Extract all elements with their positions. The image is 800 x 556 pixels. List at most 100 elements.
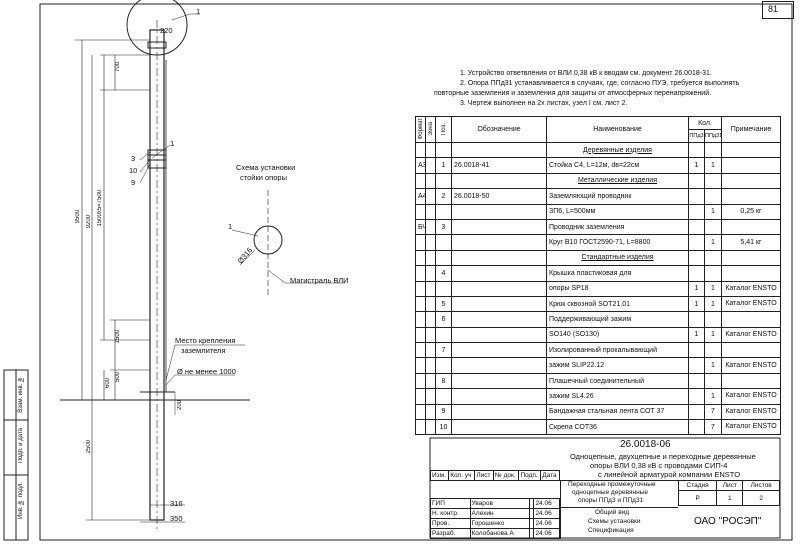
spec-qty-b <box>703 372 723 390</box>
product-line-1: Переходные промежуточные <box>568 481 656 488</box>
spec-note: Каталог ENSTO <box>721 280 782 297</box>
callout-1-top: 1 <box>196 7 201 16</box>
spec-format <box>415 342 426 359</box>
dim-700: 700 <box>115 62 121 73</box>
org-name: ОАО "РОСЭП" <box>694 516 762 527</box>
sheet-line-2: Схемы установки <box>588 518 641 525</box>
spec-zone <box>425 280 436 297</box>
note-3: 3. Чертеж выполнен на 2х листах, узел I … <box>460 100 628 107</box>
dim-316: 316 <box>170 499 183 508</box>
signer-role: Разраб. <box>430 528 471 539</box>
spec-format <box>415 203 426 220</box>
note-2: 2. Опора ППд31 устанавливается в случаях… <box>460 80 740 87</box>
spec-designation <box>451 218 547 236</box>
spec-designation <box>451 372 547 390</box>
spec-note: 0,25 кг <box>721 203 782 220</box>
specification-table: Формат Зона Поз. Обозначение Наименовани… <box>415 116 782 436</box>
spec-qty-b: 1 <box>703 203 723 220</box>
spec-designation <box>451 419 547 436</box>
spec-format: БЧ <box>415 218 426 236</box>
spec-format <box>415 357 426 374</box>
chg-hdr-list: Лист <box>474 470 494 481</box>
spec-format <box>415 372 426 390</box>
spec-designation <box>451 311 547 328</box>
signer-name: Горошенко <box>469 518 531 529</box>
chg-hdr-date: Дата <box>540 470 560 481</box>
dim-220: 220 <box>160 26 173 35</box>
spec-format <box>415 295 426 313</box>
hdr-qty-b: ППд31 <box>703 129 722 143</box>
spec-name: SO140 (SO130) <box>546 326 689 344</box>
spec-qty-a: 1 <box>688 280 705 297</box>
spec-designation <box>451 342 547 359</box>
spec-qty-a <box>688 403 705 421</box>
spec-qty-a <box>688 372 705 390</box>
spec-zone <box>425 419 436 436</box>
note-1: 1. Устройство ответвления от ВЛИ 0,38 кВ… <box>460 70 712 77</box>
spec-name: Поддерживающий зажим <box>546 311 689 328</box>
spec-qty-a <box>688 234 705 251</box>
spec-zone <box>425 403 436 421</box>
spec-zone <box>425 203 436 220</box>
scheme-title-1: Схема установки <box>236 163 296 172</box>
chg-hdr-sign: Подп. <box>518 470 542 481</box>
spec-row: БЧ3Проводник заземления <box>415 218 782 236</box>
spec-designation <box>451 403 547 421</box>
spec-qty-b: 1 <box>703 388 723 405</box>
signer-role: Пров. <box>430 518 471 529</box>
dim-1500: 1500 <box>115 330 121 344</box>
spec-qty-a <box>688 342 705 359</box>
spec-note: Каталог ENSTO <box>721 419 782 436</box>
spec-section-title: Стандартные изделия <box>546 249 689 267</box>
chg-hdr-izm: Изм. <box>429 470 450 481</box>
sheet-label: Лист <box>716 480 744 491</box>
sheets-label: Листов <box>742 480 780 491</box>
spec-qty-b: 1 <box>703 326 723 344</box>
spec-pos: 8 <box>435 372 452 390</box>
spec-qty-a <box>688 218 705 236</box>
spec-qty-b <box>703 218 723 236</box>
spec-name: зажим SL4.26 <box>546 388 689 405</box>
spec-designation <box>451 326 547 344</box>
spec-qty-b <box>703 188 723 205</box>
spec-name: Крышка пластиковая для <box>546 265 689 282</box>
spec-designation <box>451 388 547 405</box>
spec-format: А3 <box>415 157 426 174</box>
spec-note: Каталог ENSTO <box>721 357 782 374</box>
hdr-qty-a: ППд3 <box>688 129 705 143</box>
ground-attach-label-1: Место крепления <box>175 336 236 345</box>
detail-circle <box>126 0 188 56</box>
spec-designation: 26.0018-41 <box>451 157 547 174</box>
spec-pos: 6 <box>435 311 452 328</box>
spec-designation <box>451 234 547 251</box>
spec-pos <box>435 326 452 344</box>
spec-pos: 9 <box>435 403 452 421</box>
signer-date: 24.06 <box>533 528 560 539</box>
spec-name: Изолированный прокалывающий <box>546 342 689 359</box>
sheets-value: 2 <box>742 490 780 506</box>
spec-qty-a <box>688 265 705 282</box>
spec-note: Каталог ENSTO <box>721 326 782 344</box>
side-stamp-swap: Взам. инв. № <box>18 376 24 413</box>
hdr-zone: Зона <box>425 116 436 143</box>
spec-pos <box>435 234 452 251</box>
spec-pos: 3 <box>435 218 452 236</box>
signer-date: 24.06 <box>533 498 560 509</box>
spec-zone <box>425 157 436 174</box>
spec-format: А4 <box>415 188 426 205</box>
spec-note <box>721 157 782 174</box>
hdr-qty: Кол. <box>687 116 723 130</box>
signer-signature <box>529 528 535 539</box>
spec-zone <box>425 311 436 328</box>
spec-zone <box>425 357 436 374</box>
spec-qty-b: 1 <box>703 234 723 251</box>
sheet-line-3: Спецификация <box>588 527 634 534</box>
spec-note <box>721 265 782 282</box>
